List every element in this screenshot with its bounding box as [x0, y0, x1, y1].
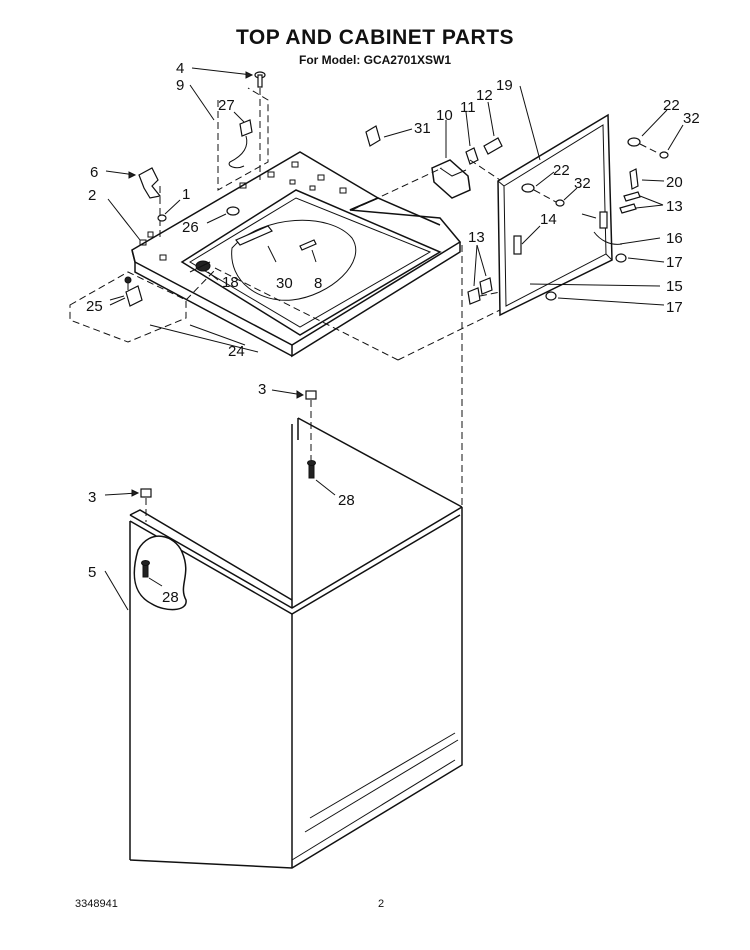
callout-18: 18: [222, 274, 239, 291]
bumper-part-17-lower: [545, 291, 665, 306]
model-subtitle: For Model: GCA2701XSW1: [298, 53, 452, 67]
screw-part-28-lower: [141, 560, 163, 587]
nut-part-26: [206, 206, 240, 224]
hinge-part-10: [431, 120, 471, 199]
document-number: 3348941: [75, 898, 118, 910]
callout-1: 1: [182, 186, 190, 203]
spring-part-16: [593, 231, 661, 245]
callout-13-left: 13: [468, 229, 485, 246]
screw-part-32-right: [639, 124, 684, 159]
callout-25: 25: [86, 298, 103, 315]
hinge-part-14: [513, 211, 608, 255]
screw-part-28-upper: [307, 460, 336, 496]
leader-lines: [104, 198, 246, 611]
callout-10: 10: [436, 107, 453, 124]
callout-15: 15: [666, 278, 683, 295]
clip-part-20: [629, 168, 665, 190]
top-panel-part-2: [131, 151, 462, 358]
callout-11: 11: [460, 99, 476, 116]
screw-part-8: [299, 239, 317, 263]
callout-12: 12: [476, 87, 493, 104]
callout-22-left: 22: [553, 162, 570, 179]
screw-part-1: [157, 199, 181, 222]
sensor-assembly-part-24: [69, 269, 259, 353]
clip-part-6: [105, 167, 162, 240]
switch-part-18: [189, 260, 219, 281]
screw-part-13-right: [619, 191, 664, 214]
callout-26: 26: [182, 219, 199, 236]
callout-5: 5: [88, 564, 96, 581]
wire-box-part-9: [189, 84, 269, 191]
screw-part-4: [191, 67, 266, 180]
bumper-part-22-right: [627, 109, 668, 147]
callout-2: 2: [88, 187, 96, 204]
callout-28-lower: 28: [162, 589, 179, 606]
callout-16: 16: [666, 230, 683, 247]
spring-part-12: [483, 101, 503, 155]
rod-part-15: [529, 283, 661, 287]
callout-20: 20: [666, 174, 683, 191]
part-25: [109, 297, 126, 306]
wire-harness-part-27: [228, 111, 253, 169]
page-title: TOP AND CABINET PARTS: [235, 26, 515, 49]
callout-17-lower: 17: [666, 299, 683, 316]
callout-3-left: 3: [88, 489, 96, 506]
callout-19: 19: [496, 77, 513, 94]
page-number: 2: [378, 898, 385, 910]
callout-labels: 4 9 27 6 1 2 26 31 10 11 12 19 22 32 22 …: [86, 60, 700, 606]
callout-6: 6: [90, 164, 98, 181]
assembly-lines: [214, 159, 501, 505]
callout-32-left: 32: [574, 175, 591, 192]
callout-31: 31: [414, 120, 431, 137]
clip-part-3-left: [104, 488, 152, 522]
clip-part-3-rear: [271, 389, 317, 460]
hinge-part-30: [235, 225, 277, 263]
bumper-part-22-left: [521, 171, 555, 193]
callout-13-right: 13: [666, 198, 683, 215]
callout-4: 4: [176, 60, 184, 77]
screw-part-13-left: [467, 244, 493, 305]
bumper-part-17-upper: [615, 253, 665, 263]
pin-part-11: [465, 111, 479, 165]
cabinet-part-5: [129, 417, 463, 869]
callout-28-upper: 28: [338, 492, 355, 509]
screw-part-32-left: [533, 187, 578, 207]
callout-3-rear: 3: [258, 381, 266, 398]
callout-24: 24: [228, 343, 245, 360]
callout-32-right: 32: [683, 110, 700, 127]
lid-part-19: [497, 85, 613, 317]
callout-17-upper: 17: [666, 254, 683, 271]
callout-30: 30: [276, 275, 293, 292]
callout-8: 8: [314, 275, 322, 292]
callout-14: 14: [540, 211, 557, 228]
bracket-part-31: [365, 125, 413, 147]
callout-27: 27: [218, 97, 235, 114]
callout-9: 9: [176, 77, 184, 94]
callout-22-right: 22: [663, 97, 680, 114]
